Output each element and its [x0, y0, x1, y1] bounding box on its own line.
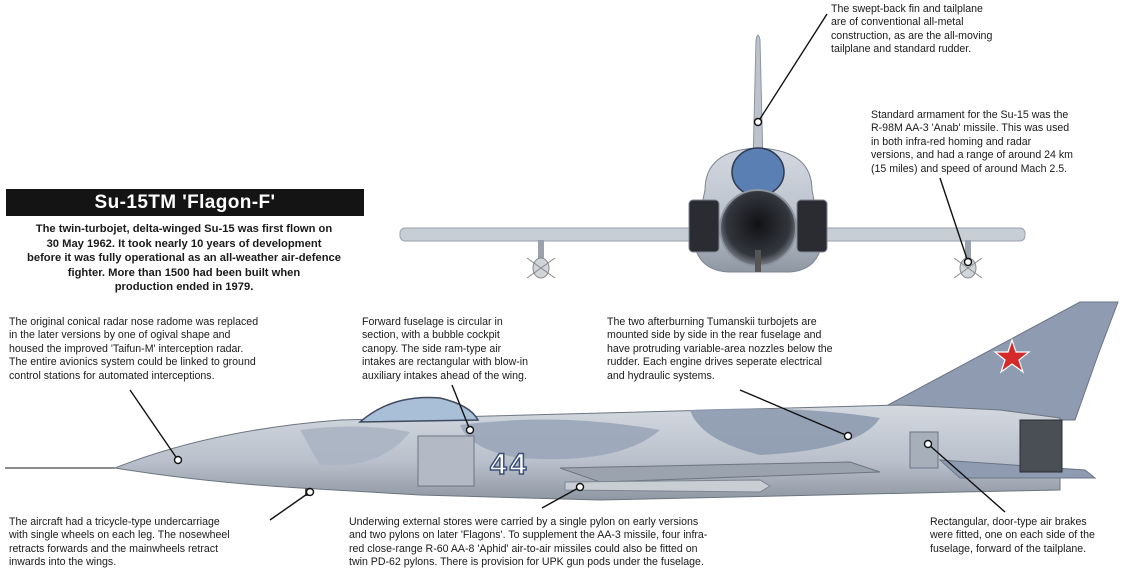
front-nose-gear [755, 250, 761, 272]
side-nozzle [1019, 419, 1063, 473]
side-number: 44 [490, 448, 529, 481]
callout-armament: Standard armament for the Su-15 was the … [871, 109, 1074, 175]
title-banner: Su-15TM 'Flagon-F' [6, 189, 364, 216]
side-airbrake [909, 431, 939, 469]
callout-undercarriage: The aircraft had a tricycle-type underca… [9, 516, 230, 569]
front-left-intake [688, 199, 720, 253]
front-view [399, 34, 1026, 279]
callout-nose: The original conical radar nose radome w… [9, 316, 259, 382]
side-wing [559, 461, 881, 483]
callout-tail: The swept-back fin and tailplane are of … [831, 3, 993, 56]
side-view: 44 [5, 301, 1119, 501]
side-fin [859, 301, 1119, 421]
red-star-icon [993, 338, 1031, 374]
leader-lines [129, 13, 1006, 521]
side-canopy [357, 396, 480, 423]
camo-patch-1 [460, 419, 660, 460]
callout-stores: Underwing external stores were carried b… [349, 516, 708, 569]
callout-fuselage: Forward fuselage is circular in section,… [362, 316, 529, 382]
callout-engines: The two afterburning Tumanskii turbojets… [607, 316, 833, 382]
side-missile [564, 479, 771, 493]
callout-airbrakes: Rectangular, door-type air brakes were f… [930, 516, 1095, 555]
camo-patch-3 [300, 426, 410, 466]
intro-text: The twin-turbojet, delta-winged Su-15 wa… [27, 223, 341, 294]
camo-patch-2 [690, 408, 880, 455]
front-right-intake [796, 199, 828, 253]
front-right-pylon [965, 240, 971, 260]
front-left-pylon [538, 240, 544, 260]
front-canopy [731, 147, 785, 197]
side-intake [417, 435, 475, 487]
